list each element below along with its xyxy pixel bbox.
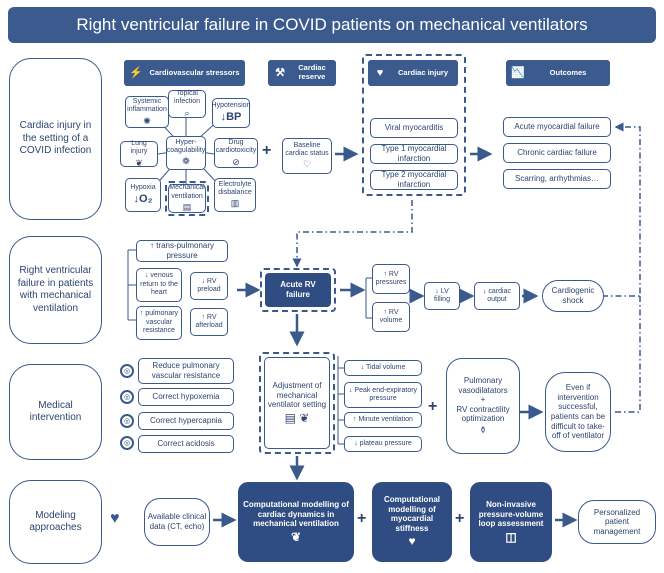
clinical-data: Available clinical data (CT, echo) bbox=[144, 498, 210, 546]
ventilator-icon: ▤ bbox=[182, 202, 192, 212]
pill-icon: ⊘ bbox=[232, 156, 240, 167]
acute-rv-failure: Acute RV failure bbox=[265, 273, 331, 307]
header-injury: ♥ Cardiac injury bbox=[368, 60, 458, 86]
medicine-bottle-icon: ⚱ bbox=[479, 425, 487, 436]
battery-icon: ▥ bbox=[230, 198, 240, 209]
header-outcomes: 📉 Outcomes bbox=[506, 60, 610, 86]
comp-model-ventilation: Computational modelling of cardiac dynam… bbox=[238, 482, 354, 562]
virus-icon: ✺ bbox=[143, 115, 151, 126]
blood-cells-icon: ❁ bbox=[182, 156, 190, 167]
rv-transpulmonary-pressure: ↑ trans-pulmonary pressure bbox=[136, 240, 228, 262]
plus-sign: + bbox=[357, 510, 367, 527]
reduce-pvr: Reduce pulmonary vascular resistance bbox=[138, 358, 234, 384]
ventilator-adjustment-highlight bbox=[259, 352, 335, 454]
plus-sign: + bbox=[428, 398, 438, 415]
stressor-lung-injury: Lung injury ❦ bbox=[120, 140, 158, 168]
page-title: Right ventricular failure in COVID patie… bbox=[76, 15, 588, 34]
lungs-icon: ❦ bbox=[135, 157, 143, 168]
stressor-hypercoagulability: Hyper-coagulability ❁ bbox=[166, 136, 206, 170]
row-label-intervention: Medical intervention bbox=[9, 364, 102, 460]
stressor-systemic-inflammation: Systemic inflammation ✺ bbox=[125, 96, 169, 128]
rv-afterload: ↑ RV afterload bbox=[190, 308, 228, 336]
cardiac-injury-group bbox=[362, 54, 466, 196]
rv-preload: ↓ RV preload bbox=[190, 272, 228, 300]
lv-filling: ↓ LV filling bbox=[424, 282, 460, 310]
even-if-successful: Even if intervention successful, patient… bbox=[545, 372, 611, 452]
stressor-electrolyte-disbalance: Electrolyte disbalance ▥ bbox=[214, 178, 256, 212]
correct-hypercapnia: Correct hypercapnia bbox=[138, 412, 234, 430]
adjust-ventilator-setting: Adjustment of mechanical ventilator sett… bbox=[264, 357, 330, 449]
row-label-rv-failure: Right ventricular failure in patients wi… bbox=[9, 236, 102, 344]
personalized-management: Personalized patient management bbox=[578, 500, 656, 544]
tidal-volume: ↓ Tidal volume bbox=[344, 360, 422, 376]
header-stressors: ⚡ Cardiovascular stressors bbox=[124, 60, 245, 86]
magnifier-icon: ⌕ bbox=[184, 107, 190, 118]
baseline-cardiac-status: Baseline cardiac status ♡ bbox=[282, 138, 332, 174]
stressor-hypoxia: Hypoxia ↓O₂ bbox=[125, 178, 161, 212]
pv-loop-assessment: Non-invasive pressure-volume loop assess… bbox=[470, 482, 552, 562]
target-icon: ◎ bbox=[120, 390, 134, 404]
heart-icon: ♥ bbox=[408, 534, 416, 549]
rv-pulmonary-vascular-resistance: ↑ pulmonary vascular resistance bbox=[136, 306, 182, 340]
plus-sign: + bbox=[455, 510, 465, 527]
outcome-chronic: Chronic cardiac failure bbox=[503, 143, 611, 163]
comp-model-stiffness: Computational modelling of myocardial st… bbox=[372, 482, 452, 562]
injury-viral-myocarditis: Viral myocarditis bbox=[370, 118, 458, 138]
rv-volume: ↑ RV volume bbox=[372, 302, 410, 332]
injury-type1-mi: Type 1 myocardial infarction bbox=[370, 144, 458, 164]
stressor-mechanical-ventilation: Mechanical ventilation ▤ bbox=[168, 184, 206, 213]
row-label-cardiac-injury: Cardiac injury in the setting of a COVID… bbox=[9, 58, 102, 220]
lungs-icon: ❦ bbox=[290, 529, 302, 544]
stressor-topical-infection: Topical infection ⌕ bbox=[168, 90, 206, 118]
heartbeat-icon: ♥ bbox=[110, 510, 120, 527]
chart-down-icon: 📉 bbox=[511, 66, 525, 79]
rv-venous-return: ↓ venous return to the heart bbox=[136, 268, 182, 302]
vasodilatators-contractility: Pulmonary vasodilatators + RV contractil… bbox=[446, 358, 520, 454]
correct-hypoxemia: Correct hypoxemia bbox=[138, 388, 234, 406]
injury-type2-mi: Type 2 myocardial infarction bbox=[370, 170, 458, 190]
target-icon: ◎ bbox=[120, 364, 134, 378]
outcome-acute: Acute myocardial failure bbox=[503, 117, 611, 137]
target-icon: ◎ bbox=[120, 436, 134, 450]
dumbbell-icon: ⚒ bbox=[275, 66, 285, 79]
peak-end-expiratory-pressure: ↓ Peak end-expiratory pressure bbox=[344, 382, 422, 408]
cardiac-output: ↓ cardiac output bbox=[474, 282, 520, 310]
heart-monitor-icon: ♡ bbox=[302, 159, 312, 170]
stressor-hypotension: Hypotension ↓BP bbox=[212, 98, 250, 128]
target-icon: ◎ bbox=[120, 414, 134, 428]
heart-bandage-icon: ♥ bbox=[376, 66, 384, 79]
outcome-scarring: Scarring, arrhythmias… bbox=[503, 169, 611, 189]
plus-sign: + bbox=[262, 142, 272, 159]
title-bar: Right ventricular failure in COVID patie… bbox=[8, 7, 656, 43]
minute-ventilation: ↑ Minute ventilation bbox=[344, 412, 422, 428]
acute-rv-highlight bbox=[260, 268, 336, 312]
cardiogenic-shock: Cardiogenic shock bbox=[542, 280, 604, 312]
lightning-icon: ⚡ bbox=[129, 66, 143, 79]
correct-acidosis: Correct acidosis bbox=[138, 435, 234, 453]
plateau-pressure: ↓ plateau pressure bbox=[344, 436, 422, 452]
pv-loop-icon: ◫ bbox=[505, 529, 517, 544]
rv-pressures: ↑ RV pressures bbox=[372, 264, 410, 294]
ventilator-lungs-icon: ▤ ❦ bbox=[284, 410, 310, 425]
row-label-modeling: Modeling approaches bbox=[9, 480, 102, 564]
header-reserve: ⚒ Cardiac reserve bbox=[268, 60, 336, 86]
stressor-drug-cardiotoxicity: Drug cardiotoxicity ⊘ bbox=[214, 138, 258, 168]
mechanical-ventilation-highlight bbox=[165, 181, 209, 216]
